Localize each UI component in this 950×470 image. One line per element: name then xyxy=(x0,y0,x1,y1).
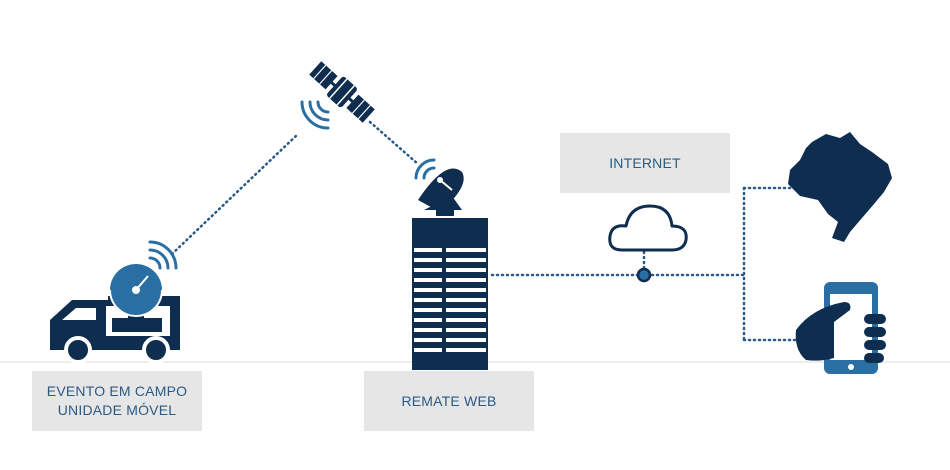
satellite-icon xyxy=(309,61,375,123)
truck-dish-icon xyxy=(109,240,178,317)
cloud-icon xyxy=(608,204,688,252)
evento-label-box: EVENTO EM CAMPO UNIDADE MÓVEL xyxy=(32,371,202,431)
evento-label-line1: EVENTO EM CAMPO xyxy=(46,383,188,399)
satellite-signal-icon xyxy=(300,100,330,130)
link-truck-to-satellite xyxy=(170,132,300,256)
satellite-dish-icon xyxy=(414,158,464,216)
evento-label-line2: UNIDADE MÓVEL xyxy=(57,402,177,418)
remate-web-label-box: REMATE WEB xyxy=(364,371,534,431)
internet-label: INTERNET xyxy=(609,154,681,171)
internet-node xyxy=(636,267,652,283)
link-satellite-to-station xyxy=(368,120,420,166)
internet-label-box: INTERNET xyxy=(560,133,730,193)
brazil-map-icon xyxy=(788,132,892,242)
remate-web-label: REMATE WEB xyxy=(401,392,497,409)
hand-holding-phone-icon xyxy=(795,282,886,374)
building-icon xyxy=(412,218,488,370)
